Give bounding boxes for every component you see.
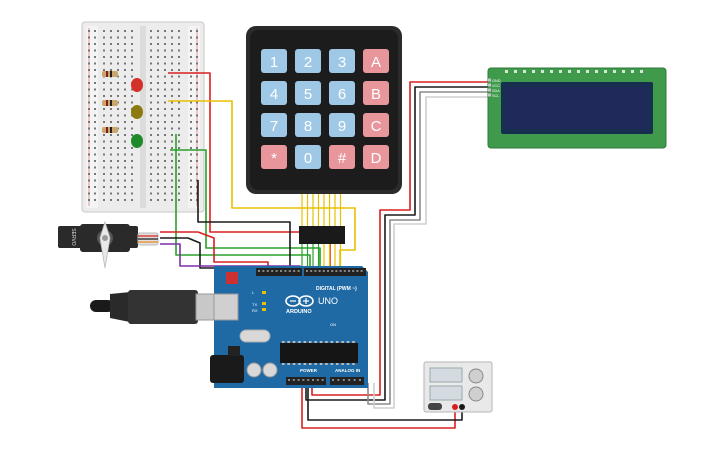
key-label: 9	[338, 118, 346, 135]
lcd-pin-scl: SCL	[492, 94, 499, 98]
key-label: B	[371, 86, 381, 103]
key-6[interactable]	[329, 81, 355, 105]
breadboard	[81, 21, 205, 213]
key-label: 4	[270, 86, 278, 103]
wire-gray-lcd-sda	[367, 91, 488, 405]
lcd-pin-vcc: VCC	[492, 84, 500, 88]
wire-red-psu	[301, 383, 456, 429]
keypad: 1 2 3 A 4 5 6 B 7 8 9 C * 0 # D	[246, 26, 402, 270]
key-*[interactable]	[261, 145, 287, 169]
key-#[interactable]	[329, 145, 355, 169]
chip-pins	[282, 341, 355, 365]
key-label: 6	[338, 86, 346, 103]
model-label: UNO	[318, 296, 338, 306]
key-1[interactable]	[261, 49, 287, 73]
key-label: *	[271, 150, 277, 167]
key-label: A	[371, 54, 381, 71]
resistor-1	[102, 71, 118, 77]
servo-horn	[99, 220, 111, 269]
key-label: 3	[338, 54, 346, 71]
wire-white-lcd-scl	[373, 96, 488, 409]
digital-label: DIGITAL (PWM ~)	[316, 286, 357, 292]
tx-label: TX	[252, 302, 257, 307]
regulator	[228, 346, 240, 356]
capacitor-2	[262, 362, 278, 378]
dc-jack	[210, 355, 244, 383]
keypad-header	[299, 226, 345, 244]
key-label: D	[371, 150, 382, 167]
servo-motor: SERVO	[58, 220, 159, 269]
atmega-chip	[280, 343, 358, 363]
key-C[interactable]	[363, 113, 389, 137]
key-9[interactable]	[329, 113, 355, 137]
lcd-top-pins	[505, 70, 643, 73]
key-5[interactable]	[295, 81, 321, 105]
voltage-knob[interactable]	[468, 368, 484, 384]
key-label: #	[338, 150, 347, 167]
arduino-uno: DIGITAL (PWM ~) ARDUINO UNO TX RX L ON P…	[210, 266, 368, 388]
arduino-logo	[285, 295, 314, 307]
rx-label: RX	[252, 308, 258, 313]
key-label: 2	[304, 54, 312, 71]
lcd-pin-gnd: GND	[492, 79, 501, 83]
key-2[interactable]	[295, 49, 321, 73]
key-A[interactable]	[363, 49, 389, 73]
capacitor-1	[246, 362, 262, 378]
led-yellow	[131, 105, 143, 119]
usb-cable	[90, 290, 219, 324]
wire-red-lcd	[311, 81, 488, 396]
analog-label: ANALOG IN	[335, 368, 360, 373]
key-label: 1	[270, 54, 278, 71]
wires	[160, 72, 488, 429]
key-0[interactable]	[295, 145, 321, 169]
led-red	[131, 78, 143, 92]
wire-red-servo	[160, 231, 269, 270]
power-switch[interactable]	[428, 403, 442, 410]
l-label: L	[252, 290, 255, 295]
lcd-pin-sda: SDA	[492, 89, 500, 93]
keypad-ribbon	[301, 194, 342, 270]
power-label: POWER	[300, 368, 318, 373]
current-knob[interactable]	[468, 386, 484, 402]
negative-terminal	[459, 404, 465, 410]
key-D[interactable]	[363, 145, 389, 169]
arduino-headers	[256, 268, 366, 385]
key-8[interactable]	[295, 113, 321, 137]
key-3[interactable]	[329, 49, 355, 73]
wire-green-led-2	[175, 134, 311, 270]
led-green	[131, 134, 143, 148]
brand-label: ARDUINO	[286, 309, 312, 315]
keypad-keys: 1 2 3 A 4 5 6 B 7 8 9 C * 0 # D	[261, 49, 389, 169]
usb-port	[213, 293, 239, 321]
key-label: C	[371, 118, 382, 135]
wire-black-bb-ground	[197, 180, 291, 270]
key-label: 0	[304, 150, 312, 167]
key-B[interactable]	[363, 81, 389, 105]
key-4[interactable]	[261, 81, 287, 105]
wire-black-psu	[307, 383, 463, 421]
resistor-3	[102, 127, 118, 133]
positive-terminal	[452, 404, 458, 410]
key-label: 8	[304, 118, 312, 135]
resistor-2	[102, 100, 118, 106]
key-label: 7	[270, 118, 278, 135]
reset-button[interactable]	[226, 272, 238, 284]
crystal	[239, 329, 271, 343]
key-label: 5	[304, 86, 312, 103]
wire-black-lcd	[305, 86, 488, 401]
on-label: ON	[330, 322, 336, 327]
key-7[interactable]	[261, 113, 287, 137]
wire-green-led	[170, 149, 321, 270]
power-supply	[423, 361, 493, 413]
servo-label: SERVO	[70, 228, 76, 246]
